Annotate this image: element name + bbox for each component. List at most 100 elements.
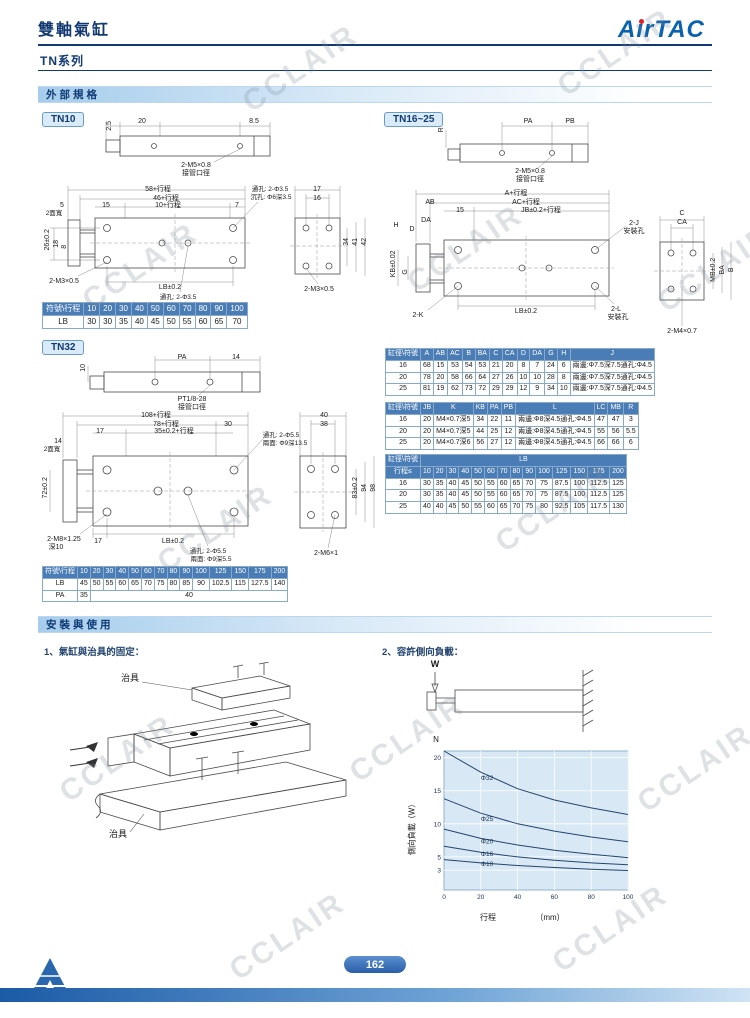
table-header-cell: B bbox=[461, 348, 476, 361]
table-header-cell: D bbox=[516, 348, 531, 361]
table-cell: 44 bbox=[472, 425, 488, 439]
table-header-cell: 40 bbox=[115, 566, 130, 579]
table-header-cell: 50 bbox=[128, 566, 142, 579]
dimension-label: 15 bbox=[102, 202, 110, 209]
table-header-cell: 90 bbox=[179, 566, 194, 579]
table-cell: 125 bbox=[609, 489, 627, 502]
table-cell: M4×0.7深5 bbox=[433, 413, 474, 427]
x-axis-label: 行程 bbox=[480, 913, 496, 922]
table-cell: 62 bbox=[447, 383, 463, 396]
table-header-cell: A bbox=[419, 348, 434, 361]
table-cell: 130 bbox=[609, 501, 627, 514]
dimension-label: 20 bbox=[138, 118, 146, 125]
table-cell: 10 bbox=[516, 371, 531, 385]
dimension-label: 治具 bbox=[120, 673, 140, 683]
table-header-cell: PA bbox=[486, 402, 502, 415]
install-item-2: 2、容許側向負載： bbox=[382, 647, 464, 658]
table-cell: 50 bbox=[471, 477, 485, 491]
table-cell: 40 bbox=[419, 501, 434, 514]
table-cell: 27 bbox=[486, 437, 502, 450]
table-cell: 30 bbox=[83, 315, 101, 329]
table-cell: 70 bbox=[522, 489, 537, 502]
table-header-cell: 90 bbox=[210, 302, 228, 316]
table-cell: 20 bbox=[419, 437, 435, 450]
table-cell: 100 bbox=[570, 477, 589, 491]
table-cell: 8 bbox=[556, 371, 571, 385]
dimension-label: 2-M6×1 bbox=[314, 550, 338, 557]
table-cell: M4×0.7深6 bbox=[433, 437, 474, 450]
dimension-label: 安裝孔 bbox=[607, 314, 629, 321]
tn32-front-view-svg bbox=[49, 412, 375, 549]
table-cell: 24 bbox=[544, 359, 558, 373]
table-header-cell: 60 bbox=[140, 566, 155, 579]
dimension-label: LB±0.2 bbox=[158, 284, 182, 291]
table-cell: 21 bbox=[488, 359, 503, 373]
table-cell: 30 bbox=[419, 489, 434, 502]
table-header-cell: BA bbox=[474, 348, 490, 361]
table-cell: 30 bbox=[419, 477, 434, 491]
table-header-cell: DA bbox=[529, 348, 546, 361]
table-cell: 16 bbox=[385, 413, 421, 427]
page-number-badge: 162 bbox=[344, 956, 406, 973]
table-header-cell: 50 bbox=[471, 465, 485, 479]
table-cell: 20 bbox=[419, 413, 435, 427]
dimension-label: 2.5 bbox=[106, 120, 114, 131]
dimension-label: 治具 bbox=[108, 829, 128, 839]
table-cell: 6 bbox=[622, 437, 639, 450]
section-title: 外部規格 bbox=[46, 89, 100, 101]
table-cell: M4×0.7深5 bbox=[433, 425, 474, 439]
dimension-label: 35±0.2+行程 bbox=[154, 428, 194, 435]
table-cell: 68 bbox=[419, 359, 434, 373]
table-cell: 50 bbox=[471, 489, 485, 502]
table-header-cell: 200 bbox=[609, 465, 627, 479]
table-cell: 5.5 bbox=[622, 425, 639, 439]
table-cell: 55 bbox=[471, 501, 485, 514]
table-cell: 20 bbox=[419, 425, 435, 439]
dimension-label: PB bbox=[565, 118, 575, 125]
fixture-mounting-svg bbox=[69, 661, 347, 833]
dimension-label: 16 bbox=[313, 195, 321, 202]
table-cell: 45 bbox=[458, 489, 473, 502]
table-cell: 20 bbox=[385, 371, 421, 385]
dimension-label: 2-L bbox=[610, 306, 622, 313]
title-rule bbox=[38, 44, 712, 46]
table-cell: LB bbox=[41, 315, 85, 329]
table-cell: 115 bbox=[231, 577, 250, 591]
table-header-cell: LB bbox=[419, 454, 627, 467]
dimension-label: 接管口徑 bbox=[516, 176, 544, 183]
table-cell: 6 bbox=[556, 359, 571, 373]
dimension-label: 2-M5×0.8 bbox=[515, 168, 545, 175]
table-header-cell: J bbox=[569, 348, 655, 361]
table-header-cell: 行程≤ bbox=[385, 465, 421, 479]
table-cell: 12 bbox=[516, 383, 531, 396]
table-cell: 10 bbox=[556, 383, 571, 396]
table-header-cell: 70 bbox=[496, 465, 511, 479]
table-cell: 16 bbox=[385, 359, 421, 373]
table-cell: 40 bbox=[432, 501, 447, 514]
fixture-mounting-drawing: 治具治具 bbox=[42, 661, 372, 862]
chart-series-label: Φ10 bbox=[481, 861, 494, 868]
y-axis-unit: N bbox=[433, 735, 439, 744]
dimension-label: 接管口徑 bbox=[182, 170, 210, 177]
table-cell: 20 bbox=[432, 371, 449, 385]
dimension-label: PA bbox=[177, 354, 187, 361]
table-cell: 54 bbox=[461, 359, 476, 373]
table-cell: 65 bbox=[128, 577, 142, 591]
table-cell: 70 bbox=[226, 315, 248, 329]
dimension-label: 通孔: 2-Φ5.5 bbox=[189, 548, 227, 555]
table-cell: 50 bbox=[89, 577, 104, 591]
dimension-label: 兩面: Φ9深13.5 bbox=[262, 440, 308, 447]
